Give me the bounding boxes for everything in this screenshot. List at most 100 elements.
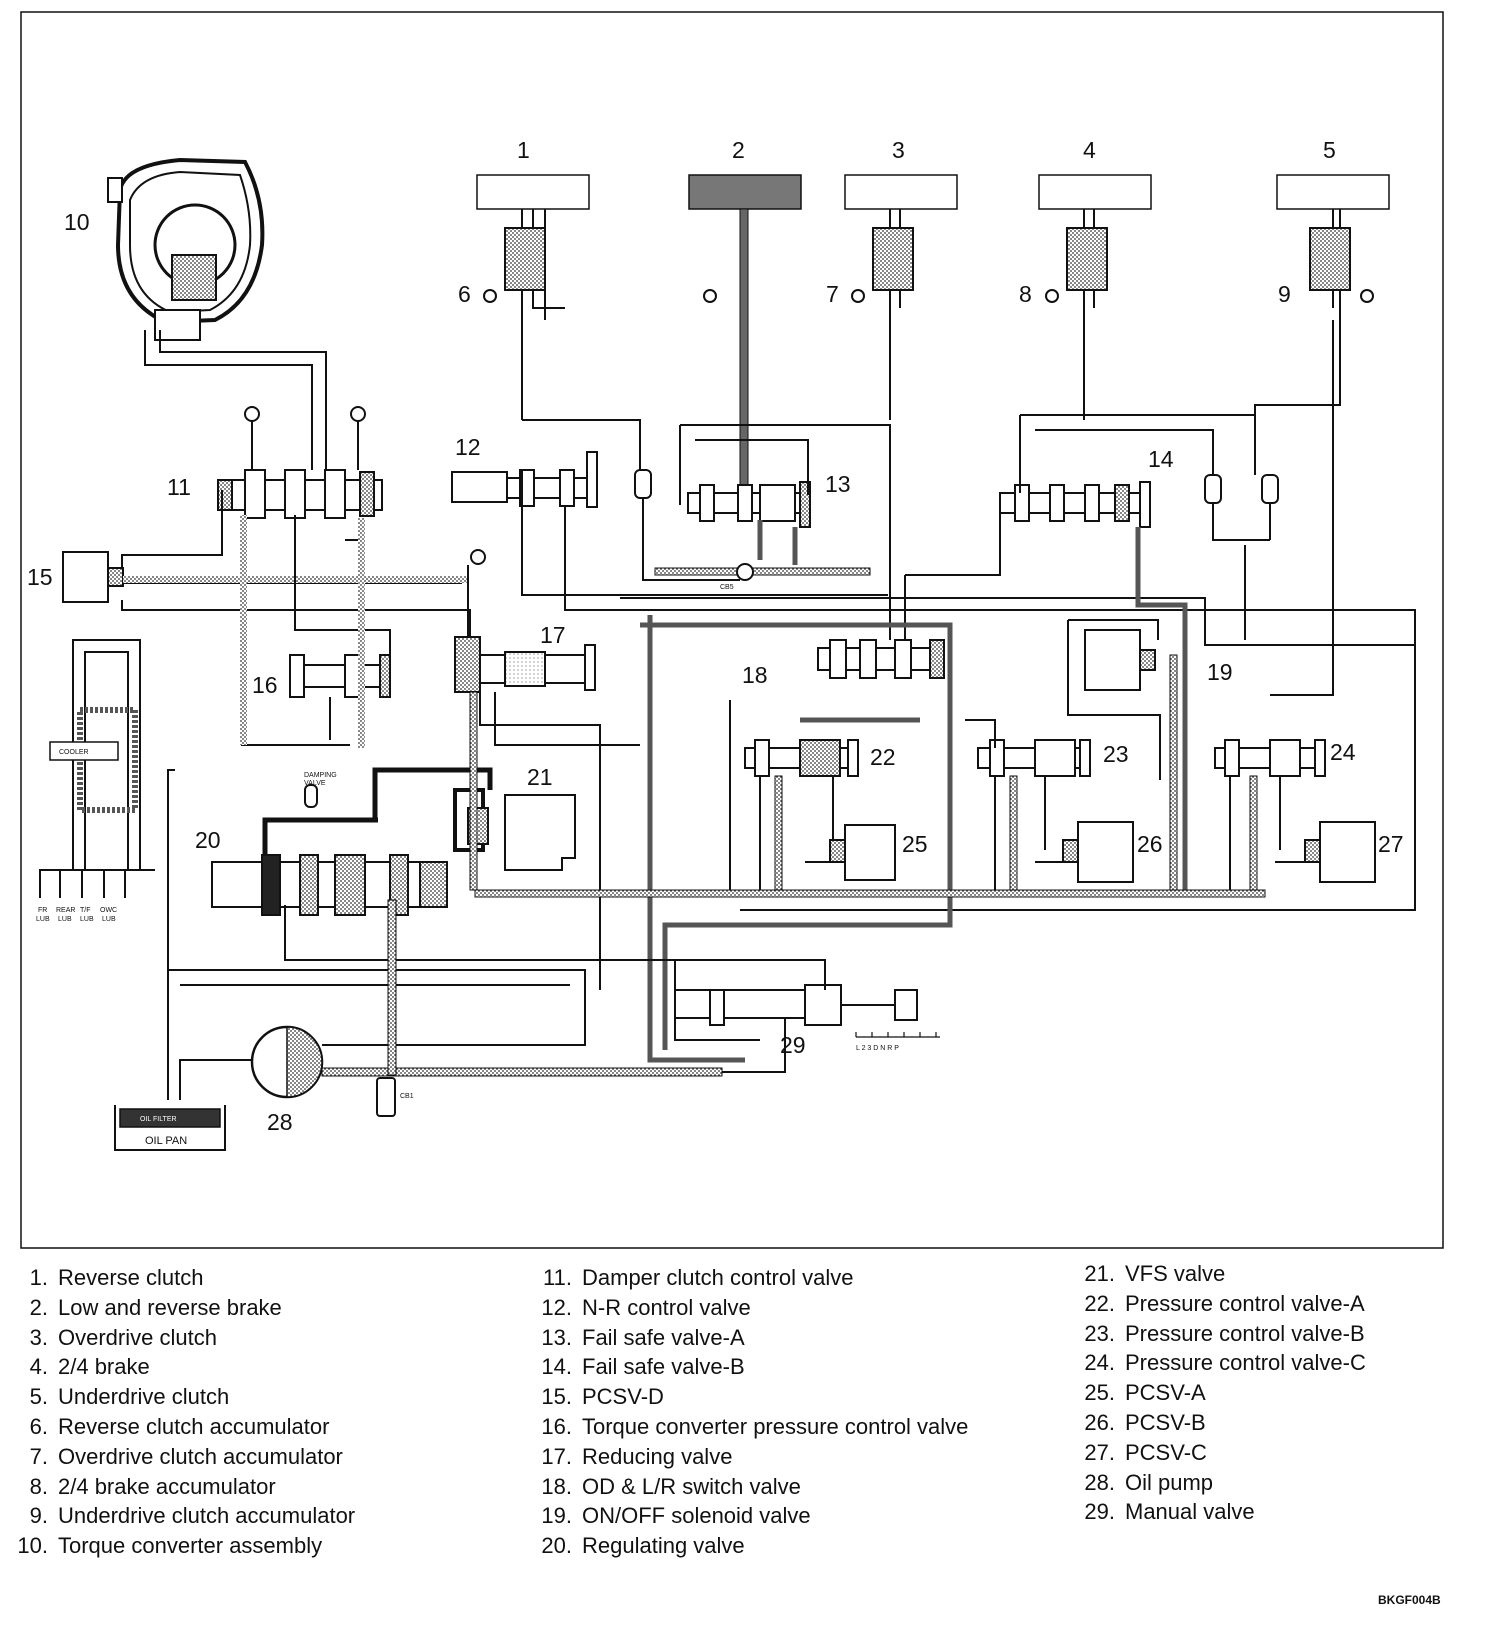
accumulators — [504, 227, 1351, 291]
legend-column-3: 21.VFS valve 22.Pressure control valve-A… — [1075, 1259, 1365, 1527]
pump-outlet-band — [321, 1067, 723, 1077]
tcc-band-left — [240, 515, 247, 745]
legend-text: Reverse clutch accumulator — [58, 1413, 330, 1439]
regulating-valve — [211, 854, 448, 916]
legend-text: 2/4 brake accumulator — [58, 1473, 276, 1499]
legend-number: 17. — [541, 1443, 572, 1469]
legend-item: 20. Regulating valve — [532, 1531, 968, 1561]
num-23: 23 — [1103, 741, 1129, 767]
num-17: 17 — [540, 622, 566, 648]
num-11: 11 — [167, 474, 191, 500]
distribution-lines — [521, 320, 1416, 911]
regulating-valve-control-lines — [262, 767, 493, 855]
cb5-label: CB5 — [720, 584, 734, 591]
pcsv-c — [1304, 821, 1376, 883]
legend-item: 1.Reverse clutch — [8, 1263, 355, 1293]
damping-valve-label-2: VALVE — [304, 780, 326, 787]
orifice-right-2 — [1261, 474, 1279, 504]
legend-item: 24.Pressure control valve-C — [1075, 1348, 1365, 1378]
legend-text: PCSV-A — [1125, 1380, 1206, 1406]
diagram-frame — [20, 11, 1444, 1249]
legend-text: N-R control valve — [582, 1294, 751, 1320]
legend-item: 4. 2/4 brake — [8, 1352, 355, 1382]
legend-item: 16.Torque converter pressure control val… — [532, 1412, 968, 1442]
pcsv-lines — [729, 700, 1305, 895]
legend-item: 9.Underdrive clutch accumulator — [8, 1501, 356, 1531]
num-2: 2 — [732, 137, 745, 163]
legend-text: PCSV-C — [1125, 1439, 1207, 1465]
brake-2-4-box — [1038, 174, 1152, 210]
legend-number: 26. — [1084, 1409, 1115, 1435]
tcc-band-right — [358, 518, 365, 748]
solenoid-19-band — [1169, 654, 1178, 896]
lub-owc-top: OWC — [100, 907, 117, 914]
legend-number: 5. — [29, 1384, 48, 1410]
legend-number: 4. — [29, 1354, 48, 1380]
lub-fr-bottom: LUB — [36, 916, 50, 923]
legend-text: 2/4 brake — [58, 1354, 150, 1380]
pcsv-b — [1062, 821, 1134, 883]
num-16: 16 — [252, 672, 278, 698]
shift-positions-label: L 2 3 D N R P — [856, 1045, 899, 1052]
oil-pump — [250, 1025, 324, 1099]
legend-number: 10. — [17, 1533, 48, 1559]
num-21: 21 — [527, 764, 553, 790]
legend-number: 24. — [1084, 1350, 1115, 1376]
lub-tf-bottom: LUB — [80, 916, 94, 923]
num-29: 29 — [780, 1032, 806, 1058]
on-off-solenoid-valve — [1084, 629, 1156, 691]
n-r-control-valve — [451, 451, 598, 508]
oil-filter — [119, 1108, 221, 1128]
legend-number: 1. — [29, 1265, 48, 1290]
num-24: 24 — [1330, 739, 1356, 765]
damping-valve-label-1: DAMPING — [304, 772, 337, 779]
legend-number: 29. — [1084, 1499, 1115, 1525]
check-ball-cb1 — [376, 1077, 396, 1117]
num-8: 8 — [1019, 281, 1032, 307]
legend-item: 8. 2/4 brake accumulator — [8, 1472, 355, 1502]
legend-text: Pressure control valve-B — [1125, 1320, 1365, 1346]
num-15: 15 — [27, 564, 53, 590]
cb1-label: CB1 — [400, 1093, 414, 1100]
manual-valve-lines — [610, 959, 826, 1041]
legend-item: 19.ON/OFF solenoid valve — [532, 1501, 968, 1531]
tcc-lines — [241, 515, 391, 746]
legend-number: 9. — [29, 1503, 48, 1529]
legend-number: 2. — [29, 1294, 48, 1320]
pcsv-d — [62, 551, 124, 603]
num-6: 6 — [458, 281, 471, 307]
legend-item: 10.Torque converter assembly — [8, 1531, 355, 1561]
num-3: 3 — [892, 137, 905, 163]
legend-item: 18. OD & L/R switch valve — [532, 1472, 968, 1502]
legend-text: OD & L/R switch valve — [582, 1473, 801, 1499]
reducing-valve — [454, 636, 596, 693]
lub-fr-top: FR — [38, 907, 47, 914]
overdrive-clutch-box — [844, 174, 958, 210]
legend-number: 27. — [1084, 1439, 1115, 1465]
num-26: 26 — [1137, 831, 1163, 857]
legend-number: 8. — [29, 1473, 48, 1499]
pressure-control-valve-a — [744, 739, 859, 777]
legend-text: Low and reverse brake — [58, 1294, 282, 1320]
legend-text: Torque converter pressure control valve — [582, 1413, 969, 1439]
legend-number: 25. — [1084, 1380, 1115, 1406]
num-1: 1 — [517, 137, 530, 163]
legend-text: Damper clutch control valve — [582, 1265, 854, 1290]
reducing-valve-lines — [467, 565, 640, 990]
torque-converter-assembly — [107, 157, 265, 341]
pressure-control-valve-b — [977, 739, 1091, 777]
legend-text: Regulating valve — [582, 1533, 745, 1559]
legend-number: 7. — [29, 1443, 48, 1469]
legend-number: 18. — [541, 1473, 572, 1499]
underdrive-clutch-box — [1276, 174, 1390, 210]
num-25: 25 — [902, 831, 928, 857]
legend-number: 12. — [541, 1294, 572, 1320]
legend-item: 12. N-R control valve — [532, 1293, 968, 1323]
legend-number: 11. — [543, 1265, 572, 1290]
legend-item: 2. Low and reverse brake — [8, 1293, 355, 1323]
legend-text: Oil pump — [1125, 1469, 1214, 1495]
legend-item: 17.Reducing valve — [532, 1442, 968, 1472]
drive-lines-dark — [640, 520, 1188, 1063]
legend-number: 20. — [541, 1533, 572, 1559]
num-7: 7 — [826, 281, 839, 307]
